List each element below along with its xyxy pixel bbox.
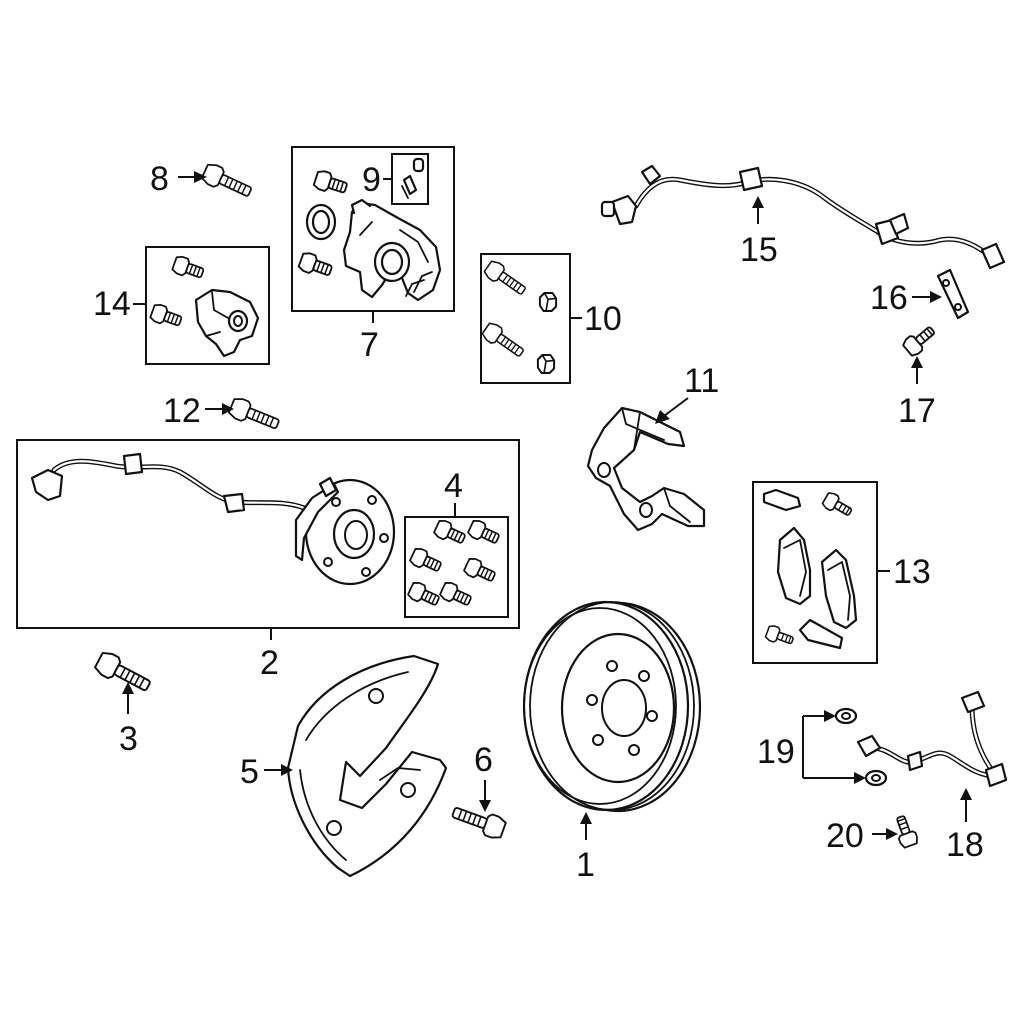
callout-10-number: 10 [584, 300, 622, 338]
callout-8: 8 [150, 160, 207, 198]
callout-10: 10 [570, 300, 622, 338]
callout-12-number: 12 [163, 392, 201, 430]
callout-7: 7 [360, 311, 379, 364]
caliper-kit-box-7 [291, 146, 455, 312]
washers-19 [834, 707, 888, 787]
callout-13: 13 [877, 553, 931, 591]
callout-1-number: 1 [576, 846, 595, 884]
bolt-20 [891, 813, 920, 850]
callout-5-number: 5 [240, 753, 259, 791]
callout-18-number: 18 [946, 826, 984, 864]
wheel-stud-box-4 [404, 516, 509, 618]
callout-12: 12 [163, 392, 234, 430]
callout-15: 15 [740, 196, 778, 269]
callout-14-number: 14 [93, 285, 131, 323]
callout-16: 16 [870, 279, 942, 317]
callout-15-number: 15 [740, 231, 778, 269]
splash-shield-5 [286, 654, 448, 878]
callout-19: 19 [757, 710, 866, 784]
brake-rotor-1 [522, 600, 702, 813]
bolt-17 [900, 321, 940, 359]
callout-2: 2 [260, 628, 279, 682]
callout-1: 1 [576, 812, 595, 884]
callout-16-number: 16 [870, 279, 908, 317]
caliper-bracket-11 [586, 406, 706, 532]
callout-18: 18 [946, 788, 984, 864]
brake-pad-kit-box-13 [752, 481, 878, 664]
bolt-6 [448, 800, 508, 842]
callout-6-number: 6 [474, 741, 493, 779]
guide-pin-kit-box-10 [479, 253, 571, 384]
callout-9: 9 [362, 161, 392, 199]
callout-20-number: 20 [826, 817, 864, 855]
caliper-bracket-box-14 [145, 246, 270, 365]
abs-sensor-harness-18 [856, 690, 1008, 788]
callout-7-number: 7 [360, 326, 379, 364]
callout-17-number: 17 [898, 392, 936, 430]
callout-14: 14 [93, 285, 146, 323]
callout-13-number: 13 [893, 553, 931, 591]
callout-11-number: 11 [684, 362, 719, 400]
bleeder-box-9 [391, 153, 429, 205]
callout-19-number: 19 [757, 733, 795, 771]
bolt-12 [226, 395, 283, 435]
bolt-3 [92, 648, 155, 698]
callout-20: 20 [826, 817, 898, 855]
callout-8-number: 8 [150, 160, 169, 198]
callout-4: 4 [444, 467, 463, 517]
hub-assembly-box-2 [16, 439, 520, 629]
callout-17: 17 [898, 356, 936, 430]
callout-4-number: 4 [444, 467, 463, 505]
callout-11: 11 [655, 362, 719, 424]
bracket-16 [936, 268, 970, 320]
callout-5: 5 [240, 753, 293, 791]
bolt-8 [199, 160, 256, 203]
callout-6: 6 [474, 741, 493, 812]
callout-2-number: 2 [260, 644, 279, 682]
callout-9-number: 9 [362, 161, 381, 199]
callout-3-number: 3 [119, 720, 138, 758]
abs-harness-15 [600, 164, 1006, 270]
callout-3: 3 [119, 682, 138, 758]
